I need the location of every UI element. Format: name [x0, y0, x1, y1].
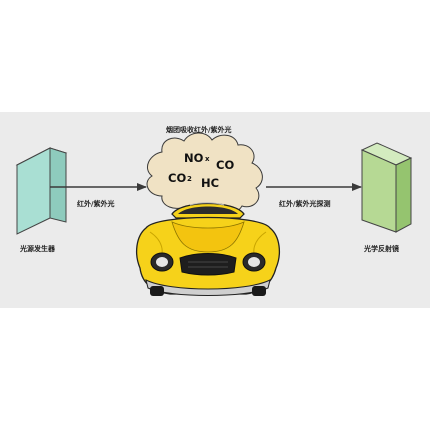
reflector-label: 光学反射镜: [364, 245, 399, 253]
gas-co2-subscript: 2: [187, 175, 192, 183]
diagram-title: 烟团吸收红外/紫外光: [166, 126, 232, 134]
light-source-box-icon: [15, 147, 68, 235]
gas-nox-subscript: x: [205, 155, 210, 163]
gas-nox-label: NO: [184, 151, 204, 165]
detection-beam-label: 红外/紫外光探测: [279, 200, 331, 208]
gas-co2-label: CO: [168, 171, 187, 185]
gas-co-label: CO: [216, 158, 235, 172]
incident-beam-label: 红外/紫外光: [77, 200, 115, 208]
smoke-cloud-icon: [146, 132, 263, 215]
yellow-car-icon: [135, 202, 281, 296]
light-source-label: 光源发生器: [20, 245, 55, 253]
reflector-box-icon: [360, 142, 413, 233]
gas-hc-label: HC: [201, 176, 220, 190]
